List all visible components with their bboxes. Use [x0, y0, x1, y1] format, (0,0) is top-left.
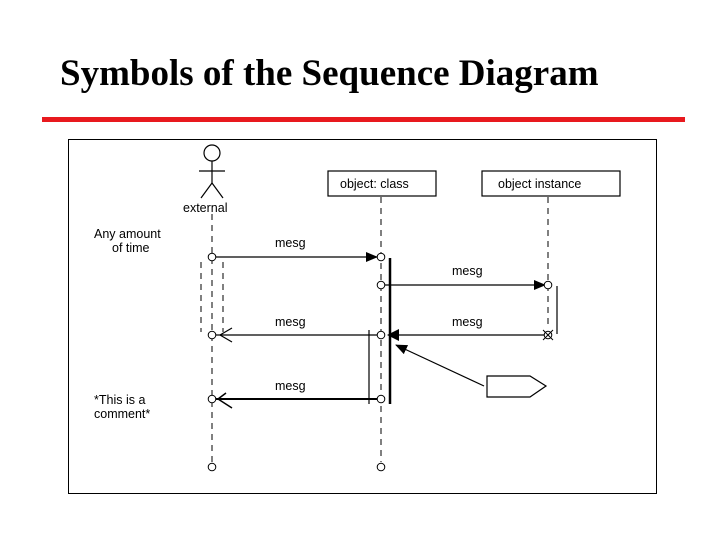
object-instance-label: object instance	[498, 177, 581, 191]
flag-shape	[486, 375, 548, 398]
slide-title: Symbols of the Sequence Diagram	[60, 53, 599, 94]
actor-label: external	[183, 201, 227, 215]
object-instance-box	[481, 170, 621, 197]
comment-note-line-1: *This is a	[94, 393, 145, 407]
message-4-label: mesg	[452, 315, 483, 329]
object-class-label: object: class	[340, 177, 409, 191]
message-1-label: mesg	[275, 236, 306, 250]
title-rule	[42, 117, 685, 122]
message-4-arrowhead	[387, 329, 399, 341]
message-3-label: mesg	[275, 315, 306, 329]
message-5-arrowhead	[216, 392, 233, 409]
actor-icon	[199, 144, 225, 199]
message-5-label: mesg	[275, 379, 306, 393]
message-5-target-dot	[207, 394, 217, 404]
self-call-arrow	[395, 344, 485, 387]
comment-note-line-2: comment*	[94, 407, 150, 421]
lifeline-class-end	[376, 462, 386, 472]
object-class-box	[327, 170, 437, 197]
message-3-arrowhead	[218, 327, 233, 343]
message-1-target-dot	[376, 252, 386, 262]
message-3-target-dot	[207, 330, 217, 340]
message-3-source-dot	[376, 330, 386, 340]
message-2-target-dot	[543, 280, 553, 290]
time-note-line-2: of time	[112, 241, 150, 255]
message-5-source-dot	[376, 394, 386, 404]
destroy-cross-b	[542, 329, 554, 341]
lifeline-actor-end	[207, 462, 217, 472]
time-note-line-1: Any amount	[94, 227, 161, 241]
message-1-source-dot	[207, 252, 217, 262]
diagram-frame	[68, 139, 657, 494]
message-2-label: mesg	[452, 264, 483, 278]
message-2-source-dot	[376, 280, 386, 290]
